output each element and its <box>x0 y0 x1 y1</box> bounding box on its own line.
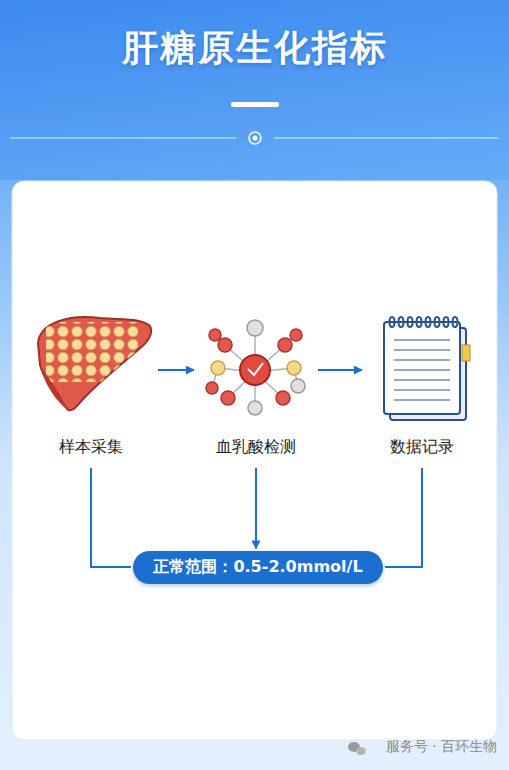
connector <box>255 468 257 549</box>
page-title: 肝糖原生化指标 <box>0 24 509 73</box>
connector <box>91 468 131 567</box>
connector <box>385 468 422 567</box>
notebook-illustration <box>384 317 470 420</box>
range-text: 正常范围：0.5-2.0mmol/L <box>149 557 367 578</box>
title-bar <box>231 102 279 107</box>
wechat-icon <box>348 742 366 755</box>
range-pill: 正常范围：0.5-2.0mmol/L <box>133 551 383 584</box>
step-label: 样本采集 <box>30 437 152 458</box>
connector <box>318 369 362 371</box>
molecule-illustration <box>206 320 305 415</box>
connector <box>158 369 194 371</box>
divider-dot <box>253 136 258 141</box>
liver-illustration <box>38 317 151 410</box>
step-node: 数据记录 <box>368 310 476 458</box>
step-node: 血乳酸检测 <box>200 310 312 458</box>
step-label: 血乳酸检测 <box>200 437 312 458</box>
content-card <box>12 181 497 740</box>
step-label: 数据记录 <box>368 437 476 458</box>
divider-dot <box>249 132 261 144</box>
step-node: 样本采集 <box>30 310 152 458</box>
header-band <box>0 0 509 180</box>
divider-line <box>10 137 236 138</box>
divider-line <box>274 137 499 138</box>
watermark: 服务号 · 百环生物 <box>386 738 497 756</box>
